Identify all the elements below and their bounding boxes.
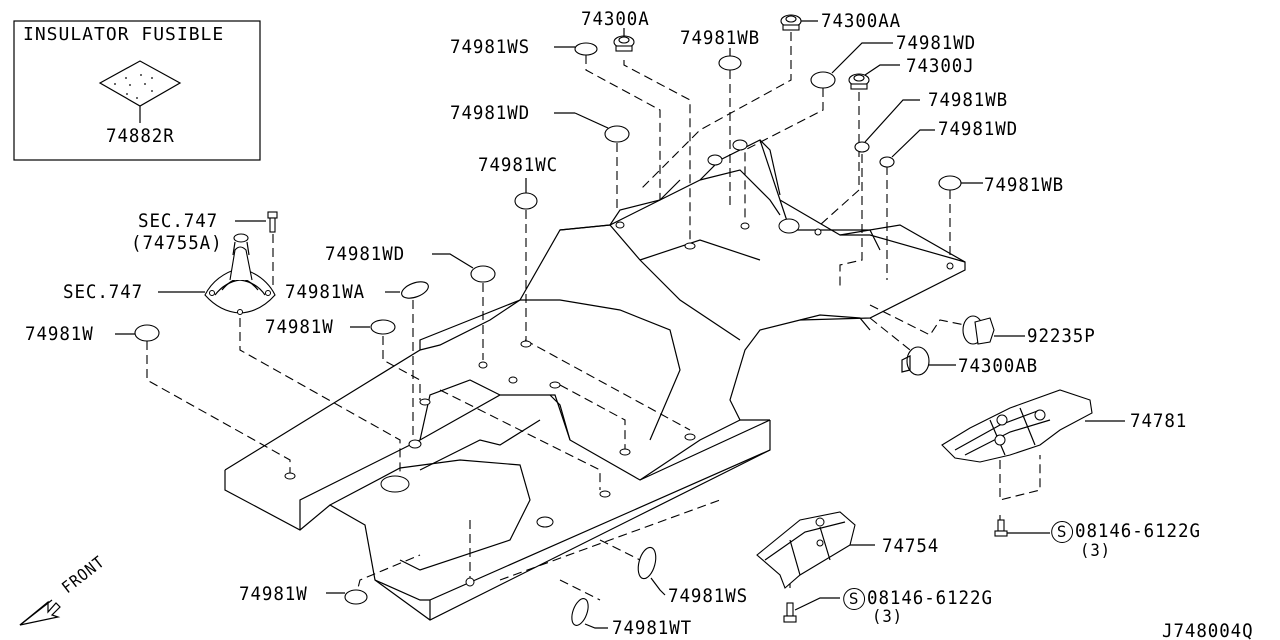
plug-74981WB-right1 xyxy=(854,141,870,153)
plug-74981W-mid xyxy=(370,319,396,335)
label-74981W-left[interactable]: 74981W xyxy=(25,323,94,345)
plug-74981WA xyxy=(401,281,429,299)
label-74981WB-top[interactable]: 74981WB xyxy=(680,27,761,49)
plug-74981W-bottom xyxy=(344,589,368,605)
drawing-id: J748004Q xyxy=(1162,620,1254,640)
label-bolt2-qty: (3) xyxy=(872,607,904,627)
standard-part-s-icon: S xyxy=(1051,521,1074,543)
nut-74300AA xyxy=(780,14,802,31)
clip-92235P xyxy=(962,315,995,345)
label-74981WT[interactable]: 74981WT xyxy=(612,617,693,639)
label-74981WD-right[interactable]: 74981WD xyxy=(938,118,1019,140)
label-74981WB-right2[interactable]: 74981WB xyxy=(984,174,1065,196)
bolt-74755A xyxy=(267,211,278,233)
label-sec747-boot[interactable]: SEC.747 xyxy=(63,281,144,303)
panel-holes xyxy=(284,139,954,587)
plug-74981WT xyxy=(571,598,589,626)
label-74755A[interactable]: (74755A) xyxy=(131,232,223,254)
label-74300AB[interactable]: 74300AB xyxy=(958,355,1039,377)
label-74781[interactable]: 74781 xyxy=(1130,410,1188,432)
label-leaders xyxy=(115,20,1125,629)
label-74882R[interactable]: 74882R xyxy=(106,125,175,147)
leader-lines xyxy=(146,32,1041,601)
label-74300J[interactable]: 74300J xyxy=(906,55,975,77)
inset-box xyxy=(13,20,261,161)
plug-74981WD-top xyxy=(810,71,836,89)
label-74981WA[interactable]: 74981WA xyxy=(285,281,366,303)
label-92235P[interactable]: 92235P xyxy=(1027,325,1096,347)
floor-panel xyxy=(224,139,966,621)
plug-74981WD-right xyxy=(879,156,895,168)
label-74981WD-top[interactable]: 74981WD xyxy=(896,32,977,54)
label-bolt1-qty: (3) xyxy=(1080,541,1112,561)
plug-74981WD-left xyxy=(604,125,630,143)
label-74981WB-right1[interactable]: 74981WB xyxy=(928,89,1009,111)
plug-74981WB-top xyxy=(718,55,742,71)
standard-part-s-icon: S xyxy=(843,588,866,610)
label-74981W-mid[interactable]: 74981W xyxy=(265,316,334,338)
label-74981WC[interactable]: 74981WC xyxy=(478,154,559,176)
cover-74754 xyxy=(756,511,856,589)
plug-74981WB-right2 xyxy=(938,175,962,191)
label-74981WS-top[interactable]: 74981WS xyxy=(450,36,531,58)
plug-74981W-left xyxy=(134,324,160,342)
plug-74981WD-mid xyxy=(470,265,496,283)
insulator-pad-icon xyxy=(98,60,182,123)
label-74981W-bottom[interactable]: 74981W xyxy=(239,583,308,605)
label-74300A[interactable]: 74300A xyxy=(581,8,650,30)
label-74300AA[interactable]: 74300AA xyxy=(821,10,902,32)
label-74981WS-bottom[interactable]: 74981WS xyxy=(668,585,749,607)
bolt2-code: 08146-6122G xyxy=(867,587,993,609)
plug-74981WS-top xyxy=(574,42,598,56)
bolt-08146-2 xyxy=(783,602,797,623)
bolt-08146-1 xyxy=(994,519,1008,537)
label-74981WD-mid[interactable]: 74981WD xyxy=(325,243,406,265)
shift-boot xyxy=(204,233,276,315)
nut-74300A xyxy=(613,35,635,52)
label-74981WD-left[interactable]: 74981WD xyxy=(450,102,531,124)
bracket-74300AB xyxy=(901,346,930,376)
heat-shield-74781 xyxy=(941,389,1093,463)
plug-74981WS-bottom xyxy=(637,546,657,580)
plugs xyxy=(134,42,962,626)
front-arrow-icon xyxy=(19,599,61,626)
nut-74300J xyxy=(848,73,870,90)
label-74754[interactable]: 74754 xyxy=(882,535,940,557)
inset-title: INSULATOR FUSIBLE xyxy=(23,24,225,45)
bolt1-code: 08146-6122G xyxy=(1075,520,1201,542)
plug-74981WC xyxy=(514,192,538,210)
label-sec747-bolt[interactable]: SEC.747 xyxy=(138,210,219,232)
